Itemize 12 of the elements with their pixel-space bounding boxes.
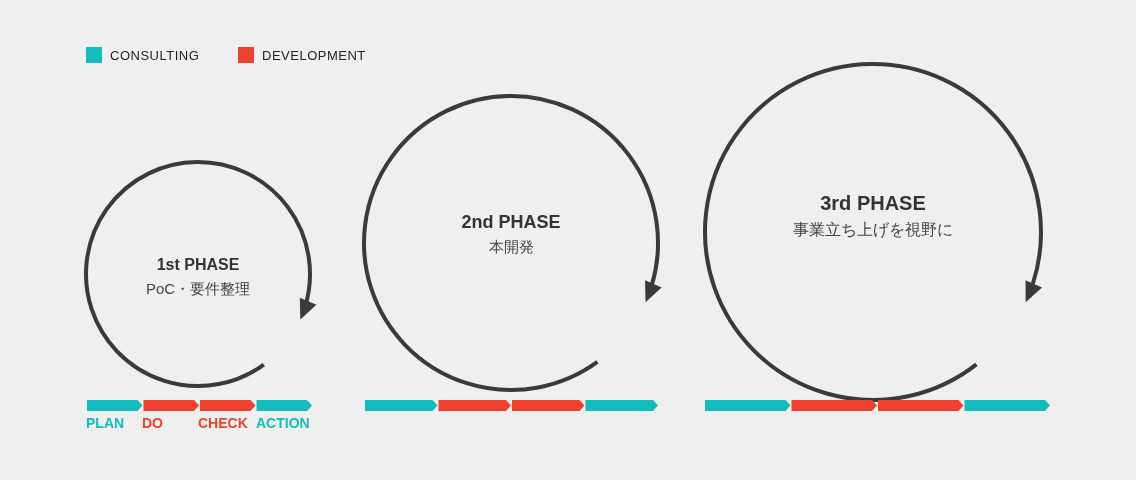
phase-heading: 2nd PHASE	[460, 212, 562, 233]
legend-label: DEVELOPMENT	[262, 47, 366, 63]
phase-description: 本開発	[487, 238, 535, 257]
phase-description: PoC・要件整理	[144, 280, 252, 299]
phase-heading: 1st PHASE	[155, 256, 241, 274]
step-label: PLAN	[86, 415, 125, 431]
step-label: CHECK	[198, 415, 248, 431]
phase-description: 事業立ち上げを視野に	[792, 220, 954, 240]
step-label: DO	[142, 415, 163, 431]
step-label: ACTION	[256, 415, 310, 431]
legend-label: CONSULTING	[110, 47, 200, 63]
phase-heading: 3rd PHASE	[819, 192, 927, 215]
